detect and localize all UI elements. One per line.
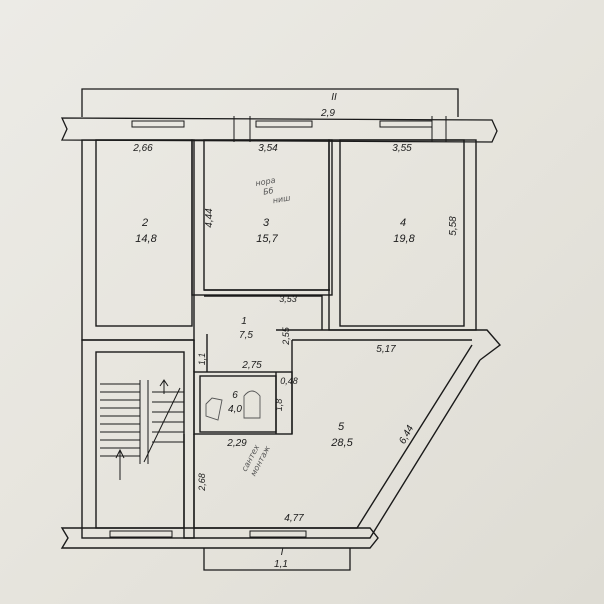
dim-label: 2,55 bbox=[281, 326, 291, 346]
pencil-note-room-3: нора Бб ниш bbox=[255, 173, 292, 207]
room-6-number: 6 bbox=[232, 390, 238, 401]
pencil-note-line: ниш bbox=[272, 193, 292, 205]
dim-label: 5,58 bbox=[448, 216, 459, 236]
room-4-area: 19,8 bbox=[393, 233, 415, 245]
room-5-number: 5 bbox=[338, 421, 345, 433]
outer-wall-top bbox=[60, 117, 498, 143]
dim-label: 1,8 bbox=[274, 399, 284, 412]
windows-bottom bbox=[109, 530, 307, 538]
dim-label: 5,17 bbox=[376, 344, 396, 355]
room-2-area: 14,8 bbox=[135, 233, 157, 245]
pencil-note-line: нора bbox=[255, 176, 276, 188]
dim-label: 3,53 bbox=[279, 294, 297, 304]
room-1-number: 1 bbox=[241, 316, 247, 327]
dim-label: 3,54 bbox=[258, 143, 278, 154]
dim-label: 4,44 bbox=[204, 208, 215, 228]
balcony-II-number: II bbox=[331, 92, 337, 103]
dim-label: 3,55 bbox=[392, 143, 412, 154]
room-1-area: 7,5 bbox=[239, 330, 253, 341]
dim-label: 2,29 bbox=[226, 438, 247, 449]
room-6-area: 4,0 bbox=[228, 404, 242, 415]
dimension-labels: 2,66 3,54 3,55 4,44 5,58 3,53 2,55 1,1 2… bbox=[132, 143, 459, 524]
room-5-area: 28,5 bbox=[330, 437, 353, 449]
balcony-II-area: 2,9 bbox=[320, 108, 335, 119]
room-3-area: 15,7 bbox=[256, 233, 278, 245]
staircase bbox=[100, 379, 184, 480]
dim-label: 2,68 bbox=[197, 473, 207, 492]
dim-label: 1,1 bbox=[197, 353, 207, 366]
dim-label: 2,75 bbox=[241, 360, 262, 371]
balcony-top bbox=[81, 88, 459, 117]
balcony-I-number: I bbox=[281, 547, 284, 558]
bathroom-fixtures bbox=[205, 390, 261, 421]
balcony-I-area: 1,1 bbox=[274, 559, 288, 570]
balcony-bottom bbox=[203, 548, 351, 571]
room-2-number: 2 bbox=[141, 217, 148, 229]
room-3-number: 3 bbox=[263, 217, 270, 229]
room-labels: 2 14,8 3 15,7 4 19,8 1 7,5 6 4,0 5 28,5 … bbox=[135, 92, 415, 570]
walls bbox=[60, 139, 502, 549]
room-4-number: 4 bbox=[400, 217, 406, 229]
dim-label: 2,66 bbox=[132, 143, 153, 154]
windows-top bbox=[131, 116, 447, 142]
pencil-note-line: Бб bbox=[262, 186, 274, 197]
dim-label: 4,77 bbox=[284, 513, 304, 524]
dim-label: 6,44 bbox=[397, 423, 416, 446]
dim-label: 0,48 bbox=[280, 376, 298, 386]
